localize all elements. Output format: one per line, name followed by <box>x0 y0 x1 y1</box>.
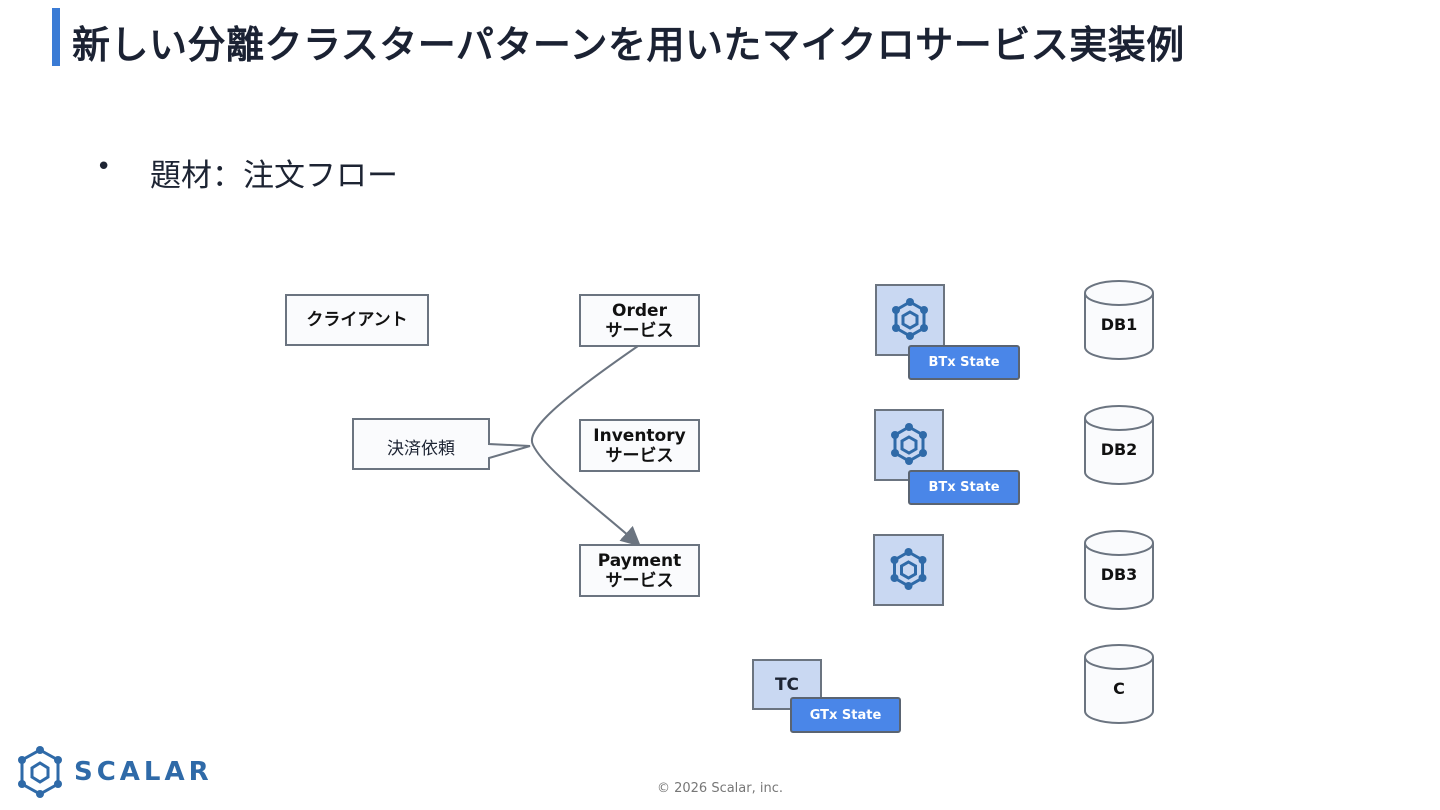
db2-cylinder: DB2 <box>1084 404 1154 486</box>
payment-request-label: 決済依頼 <box>387 439 455 459</box>
btx-state-badge-1: BTx State <box>908 345 1020 380</box>
coordinator-db-cylinder: C <box>1084 643 1154 725</box>
bullet-marker: • <box>96 152 112 182</box>
logo-text: SCALAR <box>74 757 213 787</box>
scalar-node-1 <box>875 284 945 356</box>
db1-cylinder: DB1 <box>1084 279 1154 361</box>
inventory-service-name: Inventory <box>593 425 686 446</box>
gtx-state-badge: GTx State <box>790 697 901 733</box>
db1-label: DB1 <box>1100 315 1138 334</box>
payment-request-callout-shape <box>352 418 531 470</box>
db2-label: DB2 <box>1100 440 1138 459</box>
inventory-service-suffix: サービス <box>605 445 674 466</box>
client-box: クライアント <box>285 294 429 346</box>
scalar-node-3 <box>873 534 944 606</box>
payment-service-name: Payment <box>597 550 682 571</box>
tc-box: TC <box>752 659 822 710</box>
title-accent-bar <box>52 8 60 66</box>
db3-cylinder: DB3 <box>1084 529 1154 611</box>
tc-label: TC <box>774 675 800 695</box>
coordinator-db-label: C <box>1113 679 1125 698</box>
scalar-node-icon <box>891 423 927 465</box>
db3-label: DB3 <box>1100 565 1138 584</box>
btx-state-badge-2: BTx State <box>908 470 1020 505</box>
order-service-name: Order <box>612 300 667 321</box>
flow-curve <box>530 345 641 547</box>
payment-service-box: Payment サービス <box>579 544 700 597</box>
slide-title: 新しい分離クラスターパターンを用いたマイクロサービス実装例 <box>72 23 1185 67</box>
scalar-node-icon <box>892 298 928 340</box>
payment-service-suffix: サービス <box>605 570 674 591</box>
bullet-text: 題材：注文フロー <box>150 158 398 194</box>
order-service-suffix: サービス <box>605 320 674 341</box>
scalar-node-2 <box>874 409 944 481</box>
client-label: クライアント <box>306 310 408 330</box>
scalar-logo-icon <box>18 746 62 798</box>
order-service-box: Order サービス <box>579 294 700 347</box>
scalar-node-icon <box>890 548 927 590</box>
inventory-service-box: Inventory サービス <box>579 419 700 472</box>
copyright: © 2026 Scalar, inc. <box>656 781 784 796</box>
